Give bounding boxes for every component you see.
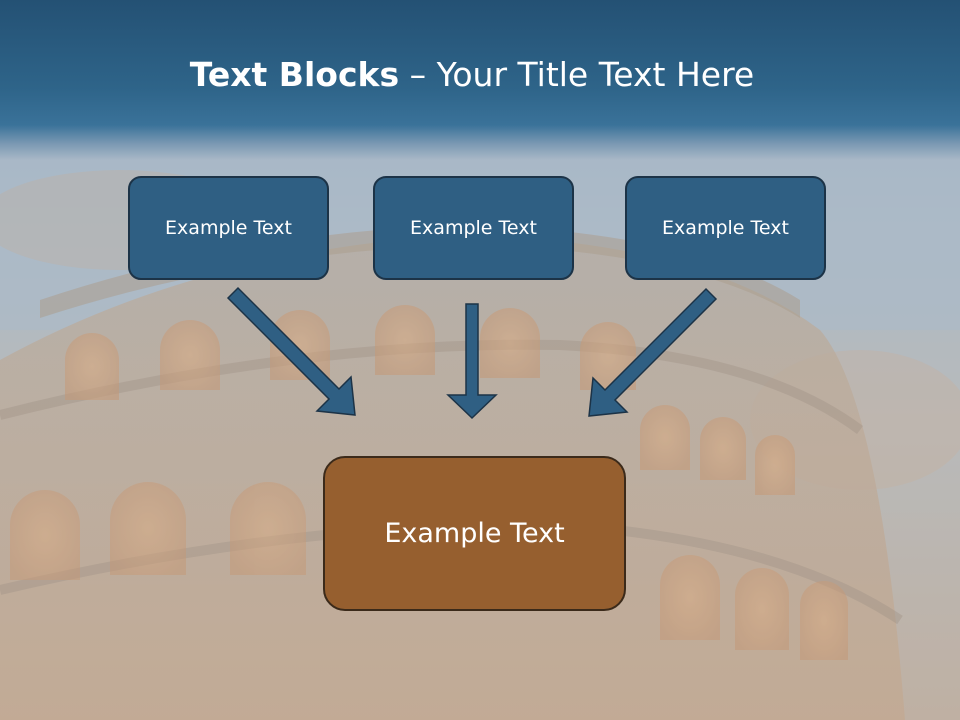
text-block-left: Example Text xyxy=(128,176,329,280)
text-block-right-label: Example Text xyxy=(662,217,789,239)
text-block-center-label: Example Text xyxy=(410,217,537,239)
slide-title-dash: – xyxy=(399,55,437,94)
text-block-right: Example Text xyxy=(625,176,826,280)
slide-title: Text Blocks – Your Title Text Here xyxy=(0,52,944,98)
slide-title-bold: Text Blocks xyxy=(189,55,400,94)
text-block-left-label: Example Text xyxy=(165,217,292,239)
target-block: Example Text xyxy=(323,456,626,611)
slide-title-rest: Your Title Text Here xyxy=(436,55,755,94)
text-block-center: Example Text xyxy=(373,176,574,280)
target-block-label: Example Text xyxy=(384,518,565,549)
header-band xyxy=(0,0,960,160)
